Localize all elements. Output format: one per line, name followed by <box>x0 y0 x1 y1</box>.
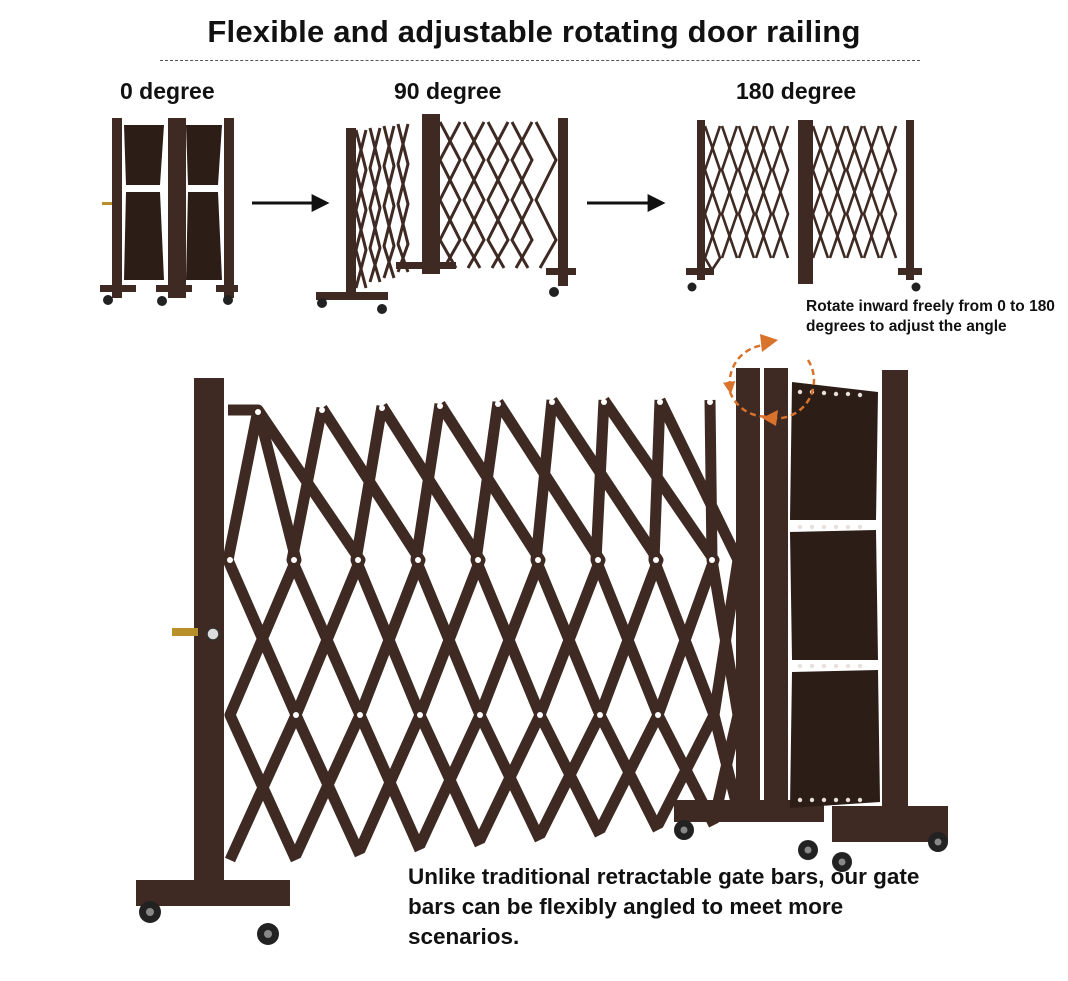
stage-label-0-degree: 0 degree <box>120 78 215 104</box>
rotation-note: Rotate inward freely from 0 to 180 degre… <box>806 298 1055 335</box>
page-title: Flexible and adjustable rotating door ra… <box>207 14 861 49</box>
gate-extended-180-degree <box>686 120 922 292</box>
title-divider <box>160 60 920 61</box>
gate-folded-0-degree <box>100 118 238 306</box>
stage-label-90-degree: 90 degree <box>394 78 502 104</box>
stage-label-180-degree: 180 degree <box>736 78 857 104</box>
rotation-arrowhead-icon <box>760 334 778 352</box>
rotation-arrow-icon <box>722 343 816 426</box>
gate-angled-90-degree <box>316 114 576 314</box>
rotation-arrowhead-icon <box>762 410 778 426</box>
caption-text: Unlike traditional retractable gate bars… <box>408 864 920 949</box>
gate-main-illustration <box>136 368 948 945</box>
